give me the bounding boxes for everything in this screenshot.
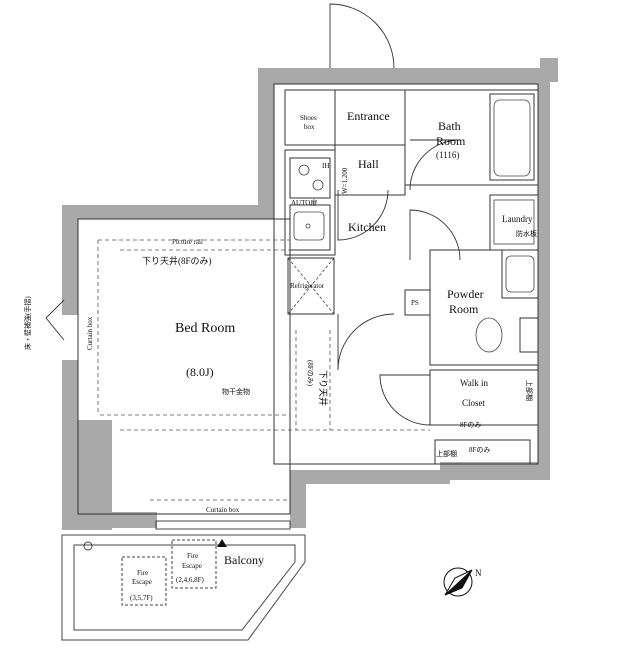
upper-shelf2-note: 上部棚 — [436, 449, 457, 458]
balcony-sash — [155, 520, 291, 530]
compass-north: N — [475, 568, 482, 578]
wall-bottom-step2 — [440, 462, 550, 480]
fire-escape-left-box — [121, 556, 167, 606]
compass-circle — [443, 567, 473, 597]
wall-bedroom-notch — [62, 420, 112, 530]
wall-bedroom-top — [62, 205, 274, 219]
f8-only-b: 8Fのみ — [469, 446, 490, 454]
kitchen-tag-note: AUTO扉 — [291, 198, 317, 207]
kitchen-label: Kitchen — [348, 220, 386, 234]
wall-corner-tr — [540, 58, 558, 82]
wall-top — [258, 68, 548, 84]
bathtub — [493, 99, 531, 177]
ih-note: IH — [322, 162, 329, 170]
bedroom-size: (8.0J) — [186, 365, 214, 379]
fire-escape-right-3: (2,4,6,8F) — [176, 576, 204, 584]
wall-bottom-right — [290, 475, 306, 528]
walkin-label-2: Closet — [462, 398, 486, 408]
fire-escape-left-3: (3,5,7F) — [130, 594, 153, 602]
sink-drain — [305, 223, 311, 229]
bath-label-2: Room — [436, 134, 466, 148]
balcony-label: Balcony — [224, 553, 264, 567]
walls — [62, 58, 558, 530]
fire-escape-left-2: Escape — [132, 578, 152, 586]
kitchen-sink — [293, 211, 325, 241]
drying-rack-note: 物干金物 — [222, 387, 250, 396]
bath-label-1: Bath — [438, 119, 461, 133]
doors — [45, 3, 461, 426]
ceiling-8f-note: 下り天井(8Fのみ) — [142, 255, 212, 266]
bath-door — [409, 139, 461, 191]
refrigerator-label: Refrigerator — [290, 282, 325, 290]
wall-bottom-left — [62, 512, 157, 528]
wall-block-left — [258, 68, 274, 208]
fire-escape-right-1: Fire — [187, 552, 198, 560]
kitchen-door — [337, 189, 389, 241]
outlines — [77, 83, 539, 515]
ps-label: PS — [411, 299, 419, 307]
laundry-pan — [493, 199, 535, 245]
powder-label-2: Room — [449, 302, 479, 316]
drain-circle — [83, 541, 93, 551]
entrance-door — [329, 3, 395, 69]
wall-bedroom-left — [62, 205, 78, 315]
wall-right — [538, 68, 550, 480]
left-window — [45, 299, 65, 341]
labels: Entrance Shoes box Hall Bath Room (1116)… — [23, 109, 537, 602]
wall-left-note: 床・壁補強(手摺) — [23, 296, 32, 350]
f8-only-a: 8Fのみ — [460, 421, 481, 429]
curtain-box-left: Curtain box — [86, 316, 94, 350]
powder-label-1: Powder — [447, 287, 484, 301]
walkin-label-1: Walk in — [460, 378, 489, 388]
ceiling-vertical-note: 下り天井 — [318, 370, 329, 406]
dashed-lines — [97, 239, 430, 501]
w1200-note: W=1,200 — [341, 167, 349, 194]
entrance-label: Entrance — [347, 109, 390, 123]
burner-2 — [312, 179, 324, 191]
ceiling-vertical-sub: (8Fのみ) — [306, 360, 314, 387]
shoes-box-label-2: box — [304, 123, 315, 131]
bath-label-3: (1116) — [436, 150, 459, 160]
shoes-box-label: Shoes — [300, 114, 317, 122]
balcony-outline — [61, 534, 306, 641]
upper-shelf-note: 上部棚 — [525, 380, 534, 401]
fixtures — [287, 99, 535, 353]
laundry-label: Laundry — [502, 214, 533, 224]
curtain-box-bottom: Curtain box — [206, 506, 240, 514]
closet-door — [379, 374, 431, 426]
bedroom-label: Bed Room — [175, 321, 235, 336]
burner-1 — [298, 164, 310, 176]
laundry-sub: 防水板 — [516, 229, 537, 238]
picture-rail-note: Picture rail — [172, 238, 203, 246]
washbasin — [505, 255, 535, 293]
bedroom-door — [337, 313, 395, 371]
balcony-arrow — [217, 539, 227, 547]
powder-door — [409, 209, 461, 261]
fire-escape-right-box — [171, 539, 217, 589]
hall-label: Hall — [358, 157, 379, 171]
fire-escape-right-2: Escape — [182, 562, 202, 570]
balcony — [61, 520, 306, 641]
toilet-bowl — [475, 317, 503, 353]
balcony-inner — [73, 544, 296, 631]
compass — [443, 567, 473, 597]
fire-escape-left-1: Fire — [137, 569, 148, 577]
wall-bottom-step — [290, 470, 450, 484]
